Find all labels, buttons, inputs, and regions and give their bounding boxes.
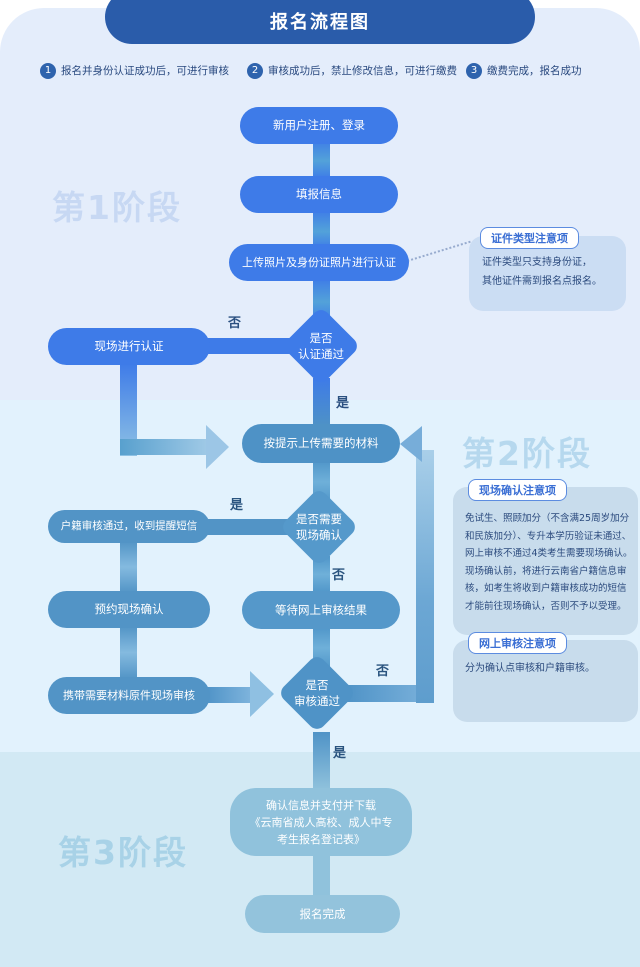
arrow-into-uploadmaterials-left-icon [206,425,229,469]
connector-reviewdecision-feedback [346,685,434,702]
legend-item-1: 1 报名并身份认证成功后，可进行审核 [40,62,229,79]
flow-node-register: 新用户注册、登录 [240,107,398,144]
connector-onsiteauth-down [120,363,137,456]
legend-number-3-icon: 3 [466,62,482,79]
branch-label-review-yes: 是 [333,746,347,761]
decision-auth-passed-label: 是否 认证通过 [298,331,344,361]
flow-node-wait-online-review: 等待网上审核结果 [242,591,400,629]
stage1-watermark: 第1阶段 [52,188,182,227]
connector-bring-reviewdecision [206,687,250,703]
connector-onsiteauth-right [120,439,207,455]
page-title: 报名流程图 [270,12,370,33]
connector-authdecision-onsiteauth [205,338,297,354]
legend-item-3: 3 缴费完成，报名成功 [466,62,582,79]
branch-label-review-no: 否 [376,664,390,679]
legend-text-2: 审核成功后，禁止修改信息，可进行缴费 [268,65,457,77]
connector-reviewdecision-confirmpay [313,732,330,790]
decision-review-passed-label: 是否 审核通过 [294,678,340,708]
flow-node-done: 报名完成 [245,895,400,933]
stage2-watermark: 第2阶段 [462,434,592,473]
flow-node-upload-materials: 按提示上传需要的材料 [242,424,400,463]
connector-register-fillinfo [313,140,330,178]
flow-node-book-onsite: 预约现场确认 [48,591,210,628]
connector-confirmdecision-waitreview [313,556,330,593]
connector-confirmdecision-hukou [205,519,295,535]
branch-label-auth-yes: 是 [336,396,350,411]
connector-book-bring [120,626,137,679]
legend-text-3: 缴费完成，报名成功 [487,65,582,77]
page-header: 报名流程图 [105,0,535,44]
flow-node-hukou-pass: 户籍审核通过，收到提醒短信 [48,510,210,543]
branch-label-confirm-no: 否 [332,568,346,583]
legend-number-1-icon: 1 [40,62,56,79]
note-cert-type-title: 证件类型注意项 [480,227,579,249]
note-online-review-title: 网上审核注意项 [468,632,567,654]
stage3-watermark: 第3阶段 [58,833,188,872]
connector-authdecision-uploadmaterials [313,378,330,426]
flow-node-fill-info: 填报信息 [240,176,398,213]
flow-node-onsite-auth: 现场进行认证 [48,328,210,365]
note-onsite-confirm-body: 免试生、照顾加分（不含满25周岁加分 和民族加分）、专升本学历验证未通过、 网上… [453,487,638,635]
legend-item-2: 2 审核成功后，禁止修改信息，可进行缴费 [247,62,457,79]
arrow-into-reviewdecision-icon [250,671,274,717]
legend-number-2-icon: 2 [247,62,263,79]
connector-confirmpay-done [313,854,330,897]
note-onsite-confirm-title: 现场确认注意项 [468,479,567,501]
flow-node-confirm-pay-download: 确认信息并支付并下载 《云南省成人高校、成人中专 考生报名登记表》 [230,788,412,856]
branch-label-confirm-yes: 是 [230,498,244,513]
connector-feedback-vertical [416,450,434,703]
arrow-into-uploadmaterials-right-icon [400,426,422,462]
decision-onsite-confirm-needed-label: 是否需要 现场确认 [296,512,342,542]
connector-fillinfo-upload [313,211,330,248]
flow-node-bring-materials: 携带需要材料原件现场审核 [48,677,210,714]
connector-hukou-book [120,541,137,593]
legend-text-1: 报名并身份认证成功后，可进行审核 [61,65,229,77]
branch-label-auth-no: 否 [228,316,242,331]
flow-node-upload-photo: 上传照片及身份证照片进行认证 [229,244,409,281]
